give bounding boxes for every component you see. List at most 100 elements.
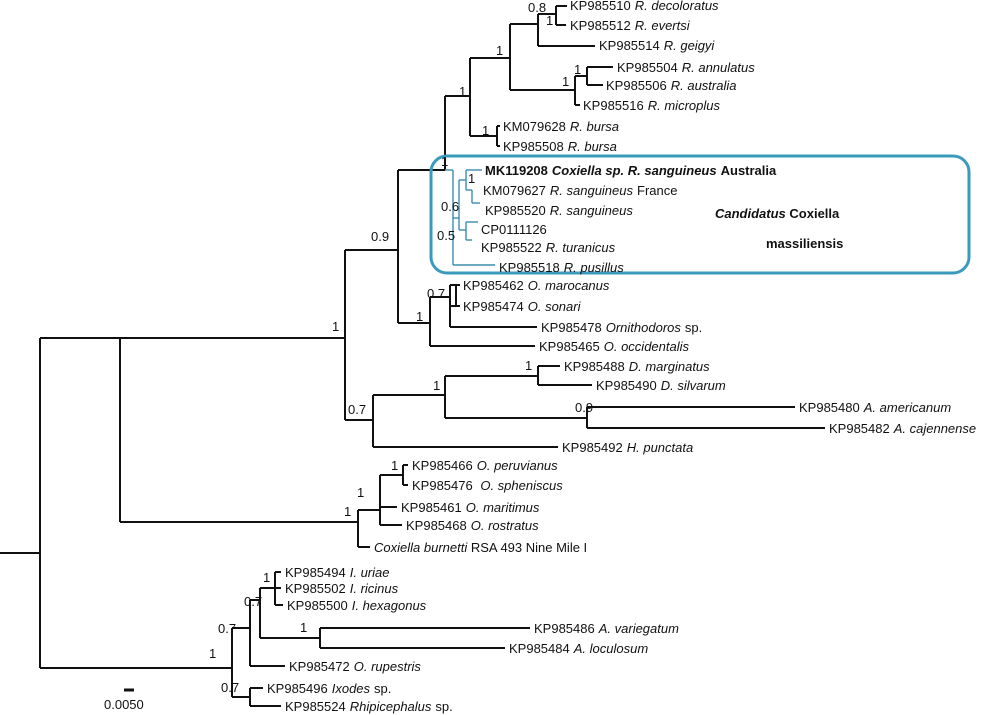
species: D. marginatus [629, 359, 710, 374]
taxon-label: KP985461 O. maritimus [401, 500, 540, 515]
support-value: 0.9 [371, 229, 389, 244]
accession: KP985476 [412, 478, 473, 493]
species: A. americanum [863, 400, 952, 415]
accession: KP985502 [285, 581, 346, 596]
species: A. loculosum [573, 641, 649, 656]
callout-rest: Coxiella [786, 206, 840, 221]
support-value: 1 [332, 319, 339, 334]
species: R. evertsi [635, 18, 691, 33]
species: O. rostratus [471, 518, 539, 533]
support-value: 1 [562, 74, 569, 89]
taxon-label: KP985462 O. marocanus [463, 278, 610, 293]
support-value: 1 [300, 620, 307, 635]
accession: KP985512 [570, 18, 631, 33]
accession: KP985472 [289, 659, 350, 674]
accession: KP985482 [829, 421, 890, 436]
species: Ornithodoros [606, 320, 682, 335]
support-value: 1 [391, 458, 398, 473]
species: I. ricinus [350, 581, 399, 596]
accession: KP985488 [564, 359, 625, 374]
taxon-label: KP985514 R. geigyi [599, 38, 715, 53]
accession: KP985465 [539, 339, 600, 354]
accession: KP985480 [799, 400, 860, 415]
species: I. hexagonus [352, 598, 427, 613]
species: R. sanguineus [550, 203, 634, 218]
taxon-label: KP985465 O. occidentalis [539, 339, 689, 354]
accession: KP985468 [406, 518, 467, 533]
support-value: 1 [459, 84, 466, 99]
accession: KP985508 [503, 139, 564, 154]
support-value: 0.7 [348, 402, 366, 417]
accession: KP985522 [481, 240, 542, 255]
species: R. geigyi [664, 38, 716, 53]
support-value: 0.8 [528, 0, 546, 15]
taxon-label: KP985488 D. marginatus [564, 359, 710, 374]
accession: KP985461 [401, 500, 462, 515]
accession: KP985462 [463, 278, 524, 293]
support-value: 0.7 [218, 621, 236, 636]
support-value: 0.7 [221, 680, 239, 695]
accession: KP985524 [285, 699, 346, 714]
support-value: 0.9 [575, 400, 593, 415]
accession: MK119208 [485, 163, 548, 178]
taxon-label: KP985476 O. spheniscus [412, 478, 563, 493]
accession: KP985496 [267, 681, 328, 696]
species: R. sanguineus [550, 183, 634, 198]
species: O. peruvianus [477, 458, 558, 473]
support-value: 1 [344, 504, 351, 519]
accession: KP985478 [541, 320, 602, 335]
callout-title: Candidatus Coxiella [715, 206, 840, 221]
support-value: 1 [263, 570, 270, 585]
support-value: 1 [416, 309, 423, 324]
taxon-label: KP985502 I. ricinus [285, 581, 399, 596]
taxon-label: KP985472 O. rupestris [289, 659, 421, 674]
support-value: 0.6 [441, 199, 459, 214]
accession: KM079628 [503, 119, 566, 134]
species: A. variegatum [598, 621, 679, 636]
support-value: 0.7 [427, 286, 445, 301]
accession: KP985500 [287, 598, 348, 613]
callout-subtitle: massiliensis [766, 236, 843, 251]
accession: KP985504 [617, 60, 678, 75]
accession: KP985510 [570, 0, 631, 13]
species: Rhipicephalus [350, 699, 432, 714]
species: O. marocanus [528, 278, 610, 293]
accession: KP985520 [485, 203, 546, 218]
accession: KP985474 [463, 299, 524, 314]
species: O. rupestris [354, 659, 422, 674]
support-value: 1 [482, 123, 489, 138]
support-values: 0.8 1 1 1 1 1 1 0.6 0.5 0.9 0.7 1 1 1 1 … [209, 0, 593, 695]
support-value: 0.7 [244, 594, 262, 609]
accession: KP985518 [499, 260, 560, 275]
species: O. maritimus [466, 500, 540, 515]
tree-branches [0, 5, 825, 707]
species: O. spheniscus [477, 478, 563, 493]
accession: KP985514 [599, 38, 660, 53]
accession: KP985494 [285, 565, 346, 580]
species: A. cajennense [893, 421, 976, 436]
suffix: sp. [435, 699, 452, 714]
locality: Australia [721, 163, 777, 178]
callout-italic: Candidatus [715, 206, 786, 221]
support-value: 1 [357, 485, 364, 500]
species: O. occidentalis [604, 339, 690, 354]
accession: KP985516 [583, 98, 644, 113]
taxon-label: KP985512 R. evertsi [570, 18, 691, 33]
strain: RSA 493 Nine Mile I [467, 540, 587, 555]
highlight-box [429, 154, 971, 275]
